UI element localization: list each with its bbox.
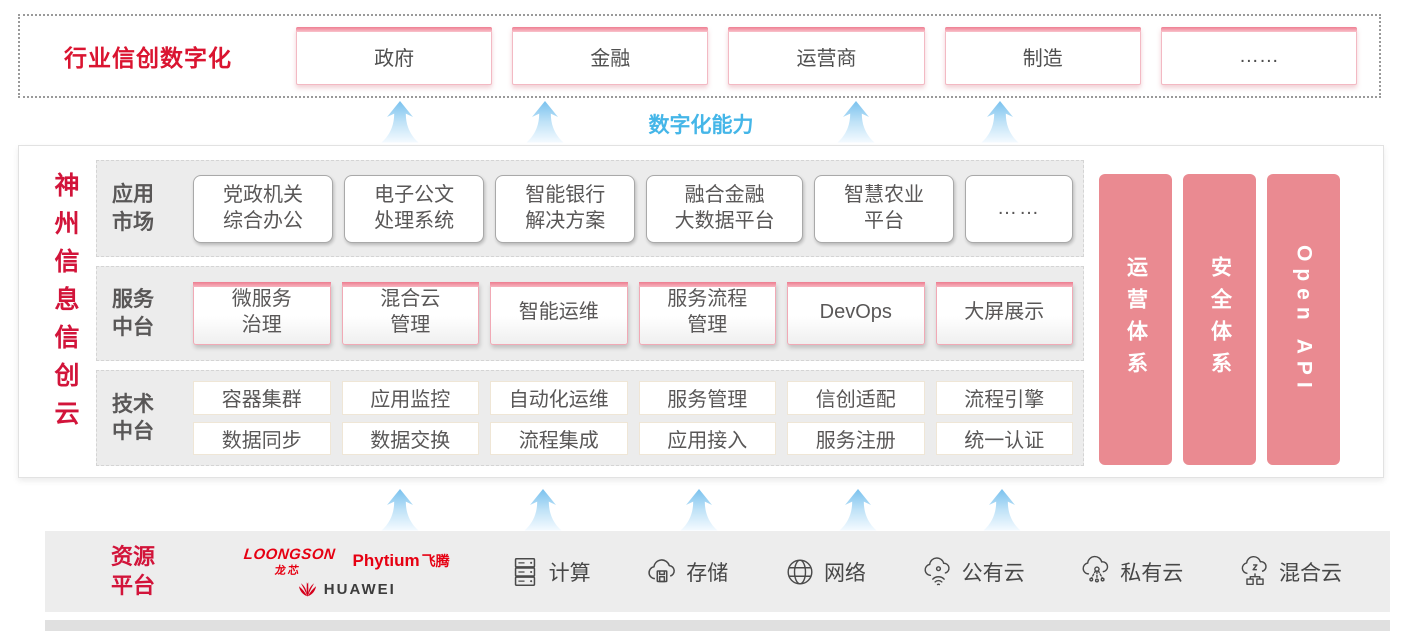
capability-label: 数字化能力: [648, 114, 754, 137]
app-card: 电子公文 处理系统: [344, 174, 485, 243]
service-cards: 微服务 治理 混合云 管理 智能运维 服务流程 管理 DevOps 大屏展示: [193, 282, 1073, 345]
group-label: 技术 中台: [112, 392, 154, 443]
app-card: 智能银行 解决方案: [495, 174, 636, 243]
app-card-more: ……: [965, 174, 1074, 243]
resource-item-label: 网络: [823, 561, 866, 585]
huawei-flower-icon: [298, 581, 316, 596]
tech-card: 容器集群: [193, 381, 331, 415]
industry-banner-title: 行业信创数字化: [64, 45, 232, 71]
loongson-logo: LOONGSON 龙芯: [241, 546, 336, 578]
resource-item-public-cloud: 公有云: [921, 555, 1025, 589]
phytium-cn-label: 飞腾: [421, 552, 450, 569]
industry-label: 运营商: [796, 47, 857, 70]
service-card: 服务流程 管理: [638, 282, 776, 345]
industry-label: ……: [1238, 44, 1279, 67]
tech-card: 自动化运维: [490, 381, 628, 415]
public-cloud-icon: [924, 556, 950, 585]
service-card: 微服务 治理: [193, 282, 331, 345]
app-card: 党政机关 综合办公: [193, 174, 334, 243]
compute-icon: [514, 557, 535, 586]
up-arrow-icon: [524, 489, 562, 531]
industry-cards: 政府 金融 运营商 制造 ……: [296, 27, 1379, 85]
huawei-wordmark: HUAWEI: [323, 580, 396, 598]
group-label: 服务 中台: [112, 288, 154, 339]
up-arrow-icon: [680, 489, 718, 531]
service-card: DevOps: [787, 282, 925, 345]
pillar-operations-system: 运营体系: [1099, 174, 1172, 465]
industry-card: 政府: [296, 27, 493, 85]
resource-item-label: 计算: [548, 561, 591, 585]
resource-item-storage: 存储: [645, 555, 728, 589]
industry-banner: 行业信创数字化 政府 金融 运营商 制造 ……: [18, 14, 1381, 98]
up-arrow-icon: [981, 101, 1019, 143]
storage-icon: [648, 558, 676, 582]
resource-item-label: 公有云: [961, 561, 1025, 585]
phytium-logo: Phytium 飞腾: [353, 551, 450, 571]
up-arrow-icon: [839, 489, 877, 531]
resource-title: 资源 平台: [111, 543, 156, 598]
service-card: 混合云 管理: [341, 282, 479, 345]
vendor-logos: LOONGSON 龙芯 Phytium 飞腾: [243, 546, 450, 598]
tech-card: 数据交换: [341, 421, 479, 455]
industry-card: 运营商: [728, 27, 925, 85]
service-platform-row: 服务 中台 微服务 治理 混合云 管理 智能运维 服务流程 管理 DevOps …: [96, 266, 1084, 361]
resource-items: 计算 存储: [508, 555, 1342, 589]
platform-title: 神州信息信创云: [51, 172, 79, 438]
industry-label: 金融: [590, 47, 631, 70]
network-icon: [787, 558, 813, 585]
tech-card: 服务注册: [787, 421, 925, 455]
resource-item-hybrid-cloud: 混合云: [1238, 555, 1342, 589]
private-cloud-icon: [1082, 555, 1109, 583]
app-market-row: 应用 市场 党政机关 综合办公 电子公文 处理系统 智能银行 解决方案 融合金融…: [96, 160, 1084, 257]
loongson-cn-label: 龙芯: [274, 564, 302, 577]
industry-card: 制造: [944, 27, 1142, 85]
tech-cards: 容器集群 应用监控 自动化运维 服务管理 信创适配 流程引擎 数据同步 数据交换…: [193, 381, 1073, 455]
resource-item-private-cloud: 私有云: [1079, 555, 1183, 589]
loongson-wordmark: LOONGSON: [242, 545, 337, 563]
resource-item-label: 私有云: [1120, 561, 1184, 585]
tech-card: 信创适配: [787, 381, 925, 415]
bottom-strip: [45, 620, 1390, 631]
up-arrow-icon: [381, 101, 419, 143]
resource-item-label: 存储: [686, 561, 729, 585]
tech-card: 服务管理: [638, 381, 776, 415]
huawei-logo: HUAWEI: [297, 581, 396, 598]
pillar-security-system: 安全体系: [1183, 174, 1256, 465]
tech-card: 应用监控: [341, 381, 479, 415]
resource-item-compute: 计算: [508, 555, 591, 589]
resource-item-network: 网络: [783, 555, 866, 589]
industry-card: 金融: [512, 27, 709, 85]
tech-platform-row: 技术 中台 容器集群 应用监控 自动化运维 服务管理 信创适配 流程引擎 数据同…: [96, 370, 1084, 466]
app-card: 智慧农业 平台: [813, 174, 955, 243]
industry-label: 政府: [374, 47, 415, 70]
industry-label: 制造: [1022, 47, 1063, 70]
resource-item-label: 混合云: [1278, 561, 1342, 585]
tech-card: 应用接入: [638, 421, 776, 455]
up-arrow-icon: [381, 489, 419, 531]
app-cards: 党政机关 综合办公 电子公文 处理系统 智能银行 解决方案 融合金融 大数据平台…: [193, 174, 1074, 243]
app-card: 融合金融 大数据平台: [646, 174, 803, 243]
industry-card: ……: [1160, 27, 1358, 85]
pillar-open-api: Open API: [1267, 174, 1340, 465]
service-card: 智能运维: [490, 282, 628, 345]
group-label: 应用 市场: [112, 183, 154, 234]
phytium-wordmark: Phytium: [352, 550, 420, 570]
up-arrow-icon: [983, 489, 1021, 531]
resource-platform: 资源 平台 LOONGSON 龙芯 Phytium 飞腾: [45, 531, 1390, 612]
up-arrow-icon: [526, 101, 564, 143]
tech-card: 流程集成: [490, 421, 628, 455]
platform-panel: 神州信息信创云 应用 市场 党政机关 综合办公 电子公文 处理系统 智能银行 解…: [18, 145, 1384, 478]
service-card: 大屏展示: [935, 282, 1073, 345]
tech-card: 流程引擎: [935, 381, 1073, 415]
tech-card: 统一认证: [935, 421, 1073, 455]
hybrid-cloud-icon: [1241, 555, 1267, 585]
up-arrow-icon: [837, 101, 875, 143]
tech-card: 数据同步: [193, 421, 331, 455]
